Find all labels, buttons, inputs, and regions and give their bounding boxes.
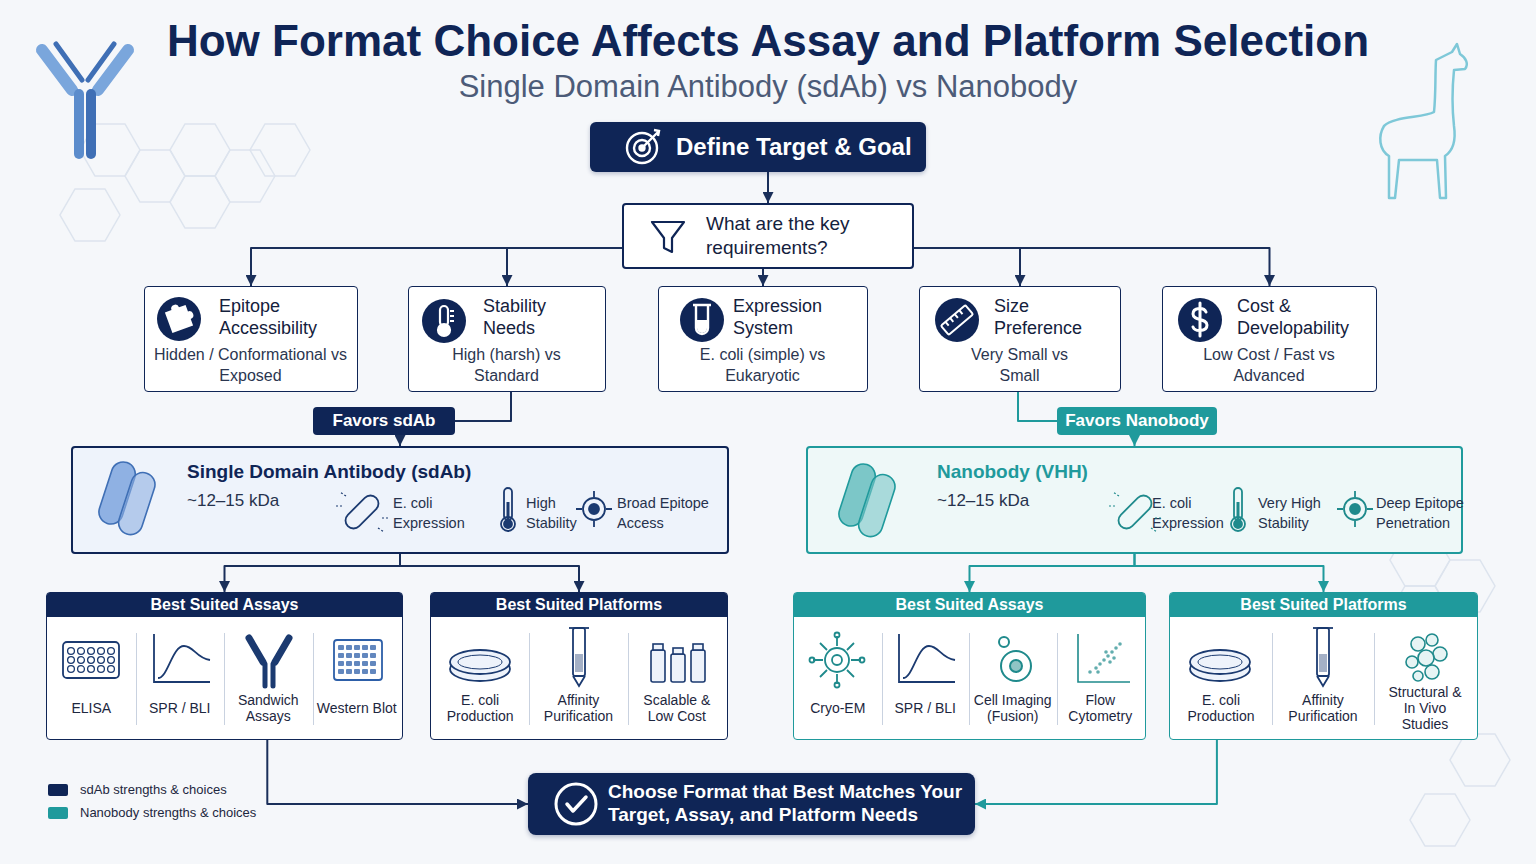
requirement-box: Size PreferenceVery Small vs Small <box>919 286 1121 392</box>
panel-item: Cell Imaging (Fusion) <box>970 686 1056 730</box>
suitability-panel: Best Suited Platforms E. coli Production A… <box>1169 592 1478 740</box>
subtitle: Single Domain Antibody (sdAb) vs Nanobod… <box>0 68 1536 106</box>
node-heading: Single Domain Antibody (sdAb) <box>187 460 471 483</box>
antibody-illustration <box>42 44 128 154</box>
panel-item: Western Blot <box>314 686 400 730</box>
node-icons <box>63 130 1447 824</box>
panel-item: Sandwich Assays <box>225 686 311 730</box>
node-heading: Stability Needs <box>483 295 597 339</box>
connector <box>914 248 1020 286</box>
feature-text: Very High Stability <box>1258 493 1340 533</box>
panel-item: Affinity Purification <box>536 686 622 730</box>
favor-tag: Favors sdAb <box>313 407 455 435</box>
connector <box>970 554 1135 592</box>
connector <box>399 435 401 446</box>
feature-text: Broad Epitope Access <box>617 493 725 533</box>
connector <box>267 740 528 804</box>
connector <box>455 392 511 421</box>
cell-divider <box>529 633 530 725</box>
cell-divider <box>628 633 629 725</box>
cell-divider <box>136 633 137 725</box>
cell-divider <box>1374 633 1375 725</box>
connector <box>1135 554 1324 592</box>
node-heading: Nanobody (VHH) <box>937 460 1088 483</box>
node-heading: Epitope Accessibility <box>219 295 349 339</box>
cell-divider <box>313 633 314 725</box>
requirement-box: Epitope AccessibilityHidden / Conformati… <box>144 286 358 392</box>
panel-header: Best Suited Assays <box>47 593 402 617</box>
feature-text: High Stability <box>526 493 588 533</box>
panel-item: E. coli Production <box>1178 686 1264 730</box>
connector <box>225 554 401 592</box>
panel-item: SPR / BLI <box>882 686 968 730</box>
node-body: ~12–15 kDa <box>937 490 1029 511</box>
cell-divider <box>969 633 970 725</box>
favor-tag: Favors Nanobody <box>1057 407 1217 435</box>
conclusion-box: Choose Format that Best Matches Your Tar… <box>528 773 975 835</box>
suitability-panel: Best Suited AssaysCryo-EMSPR / BLICell I… <box>793 592 1146 740</box>
format-box: Single Domain Antibody (sdAb) ~12–15 kDa E… <box>71 446 729 554</box>
node-body: Low Cost / Fast vs Advanced <box>1203 344 1335 386</box>
connector <box>762 269 764 286</box>
node-text: Define Target & Goal <box>676 133 912 161</box>
node-text: Favors sdAb <box>313 407 455 435</box>
panel-item: E. coli Production <box>437 686 523 730</box>
suitability-panel: Best Suited AssaysELISASPR / BLISandwich… <box>46 592 403 740</box>
connector <box>507 248 622 286</box>
node-heading: Size Preference <box>994 295 1112 339</box>
feature-text: Deep Epitope Penetration <box>1376 493 1468 533</box>
llama-illustration <box>1380 44 1467 198</box>
panel-header: Best Suited Platforms <box>431 593 727 617</box>
connector <box>1018 392 1057 421</box>
panel-item: Cryo-EM <box>795 686 881 730</box>
legend-swatch <box>48 784 68 796</box>
connector <box>251 248 622 286</box>
node-text: What are the key requirements? <box>706 212 896 260</box>
node-body: ~12–15 kDa <box>187 490 279 511</box>
diagram-title: How Format Choice Affects Assay and Plat… <box>0 14 1536 68</box>
cell-divider <box>224 633 225 725</box>
requirement-box: Expression System E. coli (simple) vs Euk… <box>658 286 868 392</box>
panel-item: SPR / BLI <box>137 686 223 730</box>
node-heading: Expression System <box>733 295 859 339</box>
node-body: Hidden / Conformational vs Exposed <box>152 344 350 386</box>
panel-item: ELISA <box>48 686 134 730</box>
connector <box>400 554 579 592</box>
legend-text: Nanobody strengths & choices <box>80 805 256 821</box>
feature-text: E. coli Expression <box>1152 493 1232 533</box>
node-text: Favors Nanobody <box>1057 407 1217 435</box>
cell-divider <box>1272 633 1273 725</box>
requirement-box: Stability NeedsHigh (harsh) vs Standard <box>408 286 606 392</box>
connector <box>767 172 769 203</box>
panel-header: Best Suited Platforms <box>1170 593 1477 617</box>
legend-text: sdAb strengths & choices <box>80 782 227 798</box>
connector <box>914 248 1270 286</box>
cell-divider <box>882 633 883 725</box>
panel-item: Scalable & Low Cost <box>634 686 720 730</box>
node-heading: Cost & Developability <box>1237 295 1368 339</box>
requirement-box: Cost & DevelopabilityLow Cost / Fast vs … <box>1162 286 1377 392</box>
panel-header: Best Suited Assays <box>794 593 1145 617</box>
format-box: Nanobody (VHH) ~12–15 kDa E. coli Expressi… <box>806 446 1463 554</box>
node-body: High (harsh) vs Standard <box>451 344 563 386</box>
panel-item: Flow Cytometry <box>1057 686 1143 730</box>
node-text: Choose Format that Best Matches Your Tar… <box>608 780 970 826</box>
feature-text: E. coli Expression <box>393 493 473 533</box>
suitability-panel: Best Suited Platforms E. coli Production A… <box>430 592 728 740</box>
question-box: What are the key requirements? <box>622 203 914 269</box>
connector <box>1134 435 1136 446</box>
node-body: Very Small vs Small <box>970 344 1070 386</box>
panel-item: Affinity Purification <box>1280 686 1366 730</box>
panel-item: Structural & In Vivo Studies <box>1382 686 1468 730</box>
legend-swatch <box>48 807 68 819</box>
connector <box>975 740 1217 804</box>
cell-divider <box>1057 633 1058 725</box>
node-body: E. coli (simple) vs Eukaryotic <box>692 344 834 386</box>
start-box: Define Target & Goal <box>590 122 926 172</box>
